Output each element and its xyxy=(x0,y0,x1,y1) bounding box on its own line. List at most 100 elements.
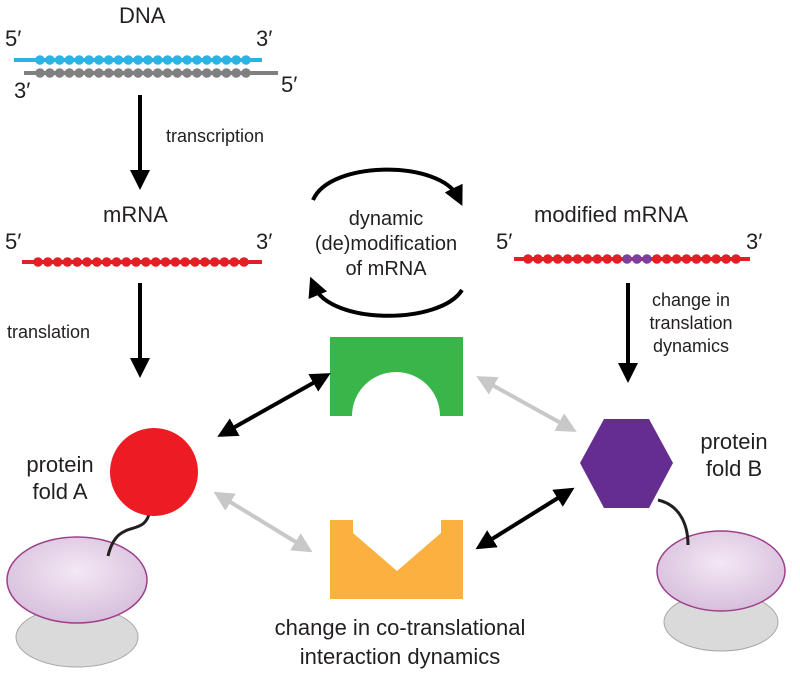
dna-top-bead xyxy=(202,55,212,65)
modified-mrna-bead xyxy=(612,254,622,264)
mrna-bead xyxy=(52,257,63,267)
mrna-title: mRNA xyxy=(103,202,168,227)
fold-a-orange-arrow-light xyxy=(213,491,313,553)
fold-b-line-2: fold B xyxy=(705,456,763,481)
ribosome-a-large-subunit xyxy=(6,536,148,624)
fold-a-line-2: fold A xyxy=(32,479,88,504)
mrna-bead xyxy=(180,257,190,267)
modified-mrna-bead xyxy=(523,254,533,264)
dna-top-bead xyxy=(143,55,153,65)
dna-bottom-bead xyxy=(45,68,55,78)
fold-b-orange-arrow xyxy=(475,487,575,550)
ribosome-a xyxy=(6,509,152,668)
modified-mrna-bead xyxy=(671,254,682,264)
modified-mrna-bead xyxy=(701,254,712,264)
modified-mrna-beads xyxy=(523,254,741,264)
dna-top-3prime: 3′ xyxy=(256,26,273,51)
dna-double-strand xyxy=(14,55,278,78)
fold-a-green-arrow xyxy=(217,373,331,437)
dna-top-strand-beads xyxy=(35,55,251,65)
cycle-line-2: (de)modification xyxy=(314,233,458,255)
change-translation-line-3: dynamics xyxy=(652,336,730,356)
fold-b-line-1: protein xyxy=(700,429,768,454)
dna-top-bead xyxy=(113,55,124,65)
bottom-caption: change in co-translational interaction d… xyxy=(220,613,580,671)
ribosome-b xyxy=(656,498,786,652)
bottom-caption-line-2: interaction dynamics xyxy=(299,644,501,669)
modified-mrna-bead xyxy=(661,254,672,264)
mrna-bead xyxy=(131,257,141,267)
bottom-caption-line-1: change in co-translational xyxy=(274,615,526,640)
dna-bottom-5prime: 5′ xyxy=(281,72,298,97)
cycle-line-3: of mRNA xyxy=(345,258,427,280)
modified-mrna-bead xyxy=(632,254,642,264)
ribosome-b-large-subunit xyxy=(656,530,786,612)
modified-mrna-bead xyxy=(562,254,573,264)
cycle-label: dynamic (de)modification of mRNA xyxy=(308,207,464,282)
dna-top-bead xyxy=(172,55,183,65)
dna-bottom-bead xyxy=(241,68,251,78)
mrna-bead xyxy=(150,257,161,267)
ribosome-b-nascent-chain xyxy=(657,498,690,546)
mrna-bead xyxy=(219,257,230,267)
dna-bottom-bead xyxy=(152,68,163,78)
dna-bottom-bead xyxy=(133,68,143,78)
modified-mrna-strand xyxy=(514,254,750,264)
dna-top-5prime: 5′ xyxy=(5,26,22,51)
dna-top-bead xyxy=(54,55,65,65)
dna-top-bead xyxy=(192,55,202,65)
mrna-strand xyxy=(22,257,262,267)
modified-mrna-3prime: 3′ xyxy=(746,229,763,254)
dna-bottom-bead xyxy=(172,68,183,78)
dna-top-bead xyxy=(162,55,173,65)
dna-bottom-bead xyxy=(143,68,153,78)
dna-bottom-bead xyxy=(202,68,212,78)
modified-mrna-bead xyxy=(622,254,632,264)
cycle-arrow-top xyxy=(311,167,463,206)
modified-mrna-bead xyxy=(552,254,563,264)
dna-top-bead xyxy=(152,55,163,65)
modified-mrna-bead xyxy=(691,254,702,264)
dna-bottom-3prime: 3′ xyxy=(14,78,31,103)
modified-mrna-bead xyxy=(602,254,612,264)
dna-bottom-bead xyxy=(192,68,202,78)
modified-mrna-bead xyxy=(572,254,583,264)
orange-interactor-shape xyxy=(330,520,463,599)
dna-top-bead xyxy=(94,55,104,65)
dna-bottom-bead xyxy=(123,68,134,78)
protein-fold-a-circle xyxy=(110,428,198,516)
modified-mrna-5prime: 5′ xyxy=(496,229,513,254)
transcription-label: transcription xyxy=(166,126,265,146)
dna-bottom-bead xyxy=(162,68,173,78)
modified-mrna-title: modified mRNA xyxy=(534,202,689,227)
translation-label: translation xyxy=(7,322,91,342)
dna-bottom-bead xyxy=(64,68,75,78)
mrna-bead xyxy=(101,257,112,267)
mrna-bead xyxy=(43,257,53,267)
ribosome-a-nascent-chain xyxy=(106,509,152,557)
modified-mrna-bead xyxy=(721,254,731,264)
dna-top-bead xyxy=(103,55,114,65)
dna-top-bead xyxy=(221,55,232,65)
mrna-beads xyxy=(33,257,249,267)
change-translation-label: change in translation dynamics xyxy=(632,289,750,358)
modified-mrna-bead xyxy=(731,254,741,264)
change-translation-line-1: change in xyxy=(651,290,731,310)
dna-top-bead xyxy=(241,55,251,65)
mrna-bead xyxy=(200,257,210,267)
green-interactor-shape xyxy=(330,337,463,416)
dna-top-bead xyxy=(35,55,45,65)
mrna-bead xyxy=(209,257,220,267)
mrna-bead xyxy=(72,257,82,267)
modified-mrna-bead xyxy=(711,254,721,264)
mrna-bead xyxy=(170,257,181,267)
dna-top-bead xyxy=(74,55,84,65)
dna-bottom-bead xyxy=(94,68,104,78)
modified-mrna-bead xyxy=(592,254,603,264)
modified-mrna-bead xyxy=(681,254,692,264)
cycle-arrow-bottom xyxy=(308,276,464,318)
dna-top-bead xyxy=(211,55,222,65)
cycle-line-1: dynamic xyxy=(348,208,424,230)
